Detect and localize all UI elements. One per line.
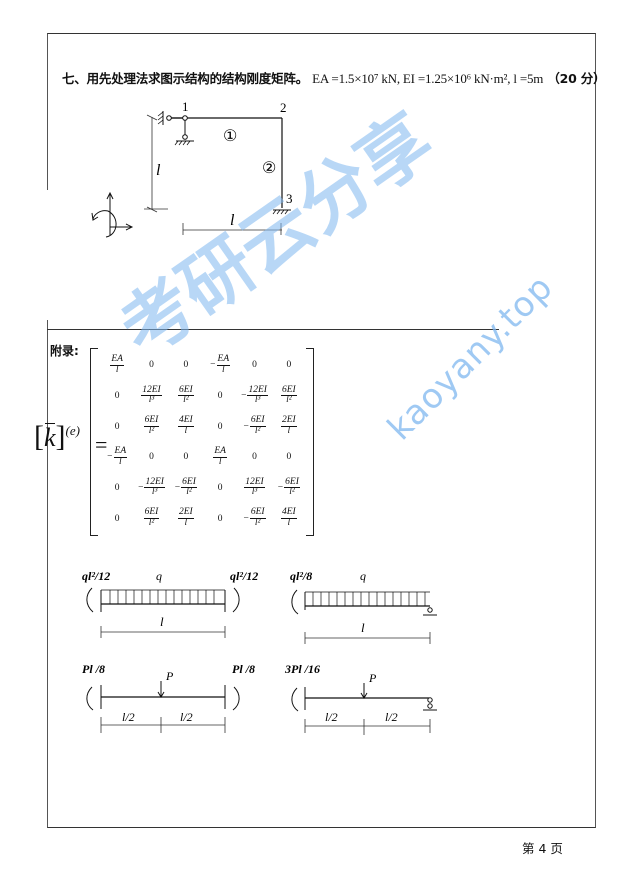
question-text: 用先处理法求图示结构的结构刚度矩阵。 [86,71,309,86]
svg-text:ql²/12: ql²/12 [82,569,110,583]
node-1-label: 1 [182,99,189,114]
matrix-cell: 0 [183,452,189,463]
svg-text:l: l [361,620,365,635]
dim-horizontal-label: l [230,212,235,229]
matrix-cell: 0 [183,360,189,371]
matrix-cell: 0 [286,452,292,463]
matrix-cell: 0 [217,482,223,493]
fixed-end-diagram-udl-fixed-pinned: ql²/8 q l [290,569,437,644]
element-1-label: ① [223,128,237,145]
svg-text:Pl /8: Pl /8 [232,662,255,676]
matrix-cell: 0 [217,513,223,524]
stiffness-matrix-symbol: [k](e) [34,420,80,453]
svg-text:q: q [156,569,162,583]
matrix-cell: 0 [217,390,223,401]
matrix-cell: 0 [252,452,257,463]
svg-text:l/2: l/2 [325,710,338,724]
matrix-cell: 0 [114,390,120,401]
fixed-end-diagram-udl-fixed-fixed: ql²/12 ql²/12 q l [82,569,258,638]
k-bar-symbol: k [44,423,56,452]
equals-sign: = [95,432,108,457]
svg-text:q: q [360,569,366,583]
node-2-label: 2 [280,100,287,115]
svg-text:Pl /8: Pl /8 [82,662,105,676]
svg-text:l/2: l/2 [385,710,398,724]
matrix-cell: 0 [149,360,154,371]
question-params: EA =1.5×10⁷ kN, EI =1.25×10⁶ kN·m², l =5… [312,71,544,86]
svg-text:3Pl /16: 3Pl /16 [284,662,320,676]
section-divider [47,329,499,330]
svg-text:P: P [165,669,174,683]
svg-text:l/2: l/2 [180,710,193,724]
matrix-cell: 0 [149,452,154,463]
left-bracket [90,348,98,536]
matrix-cell: 0 [114,482,120,493]
element-2-label: ② [262,160,276,177]
border-gap [46,190,50,320]
svg-text:ql²/12: ql²/12 [230,569,258,583]
question-number: 七、 [62,71,87,86]
svg-text:l: l [160,614,164,629]
svg-text:ql²/8: ql²/8 [290,569,312,583]
right-bracket [306,348,314,536]
coordinate-axes-icon [91,191,134,238]
question-7: 七、用先处理法求图示结构的结构刚度矩阵。 EA =1.5×10⁷ kN, EI … [62,68,606,87]
matrix-cell: 0 [217,421,223,432]
fixed-end-diagram-point-fixed-fixed: Pl /8 Pl /8 P l/2 l/2 [82,662,255,733]
dim-vertical-label: l [156,162,161,179]
superscript-e: (e) [65,423,80,438]
fixed-end-diagram-point-fixed-pinned: 3Pl /16 P l/2 l/2 [284,662,437,735]
page-number: 第 4 页 [522,841,563,856]
node-3-label: 3 [286,191,293,206]
appendix-label: 附录: [50,344,79,358]
svg-text:l/2: l/2 [122,710,135,724]
svg-text:P: P [368,671,377,685]
frame-structure-diagram: l l 1 2 3 ① ② [91,99,293,238]
question-score: （20 分） [547,71,606,86]
matrix-cell: 0 [286,360,292,371]
matrix-cell: 0 [114,513,120,524]
matrix-cell: 0 [252,360,257,371]
matrix-cell: 0 [114,421,120,432]
